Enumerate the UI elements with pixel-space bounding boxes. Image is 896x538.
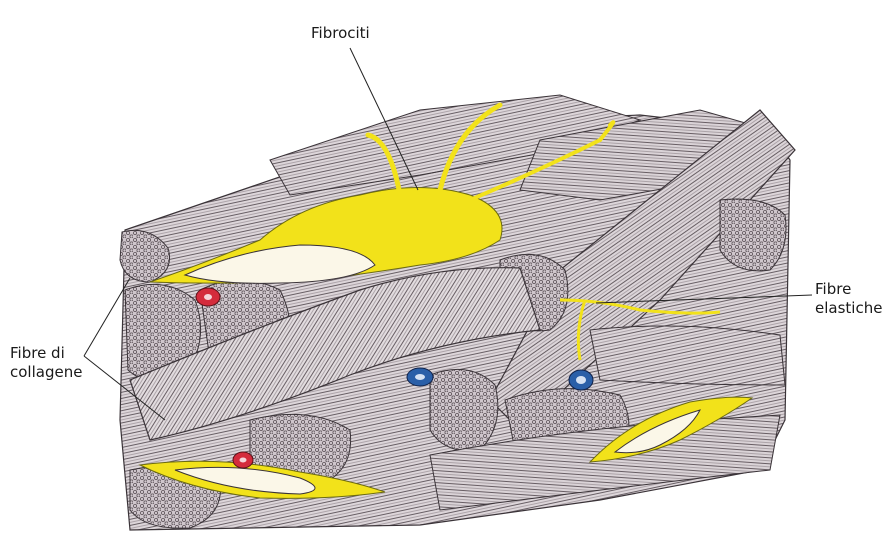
label-fibre-collagene: Fibre di collagene — [10, 344, 82, 382]
collagen-bundle-right-mid — [590, 326, 785, 385]
label-fibre-elastiche-line2: elastiche — [815, 299, 882, 318]
label-fibre-elastiche-line1: Fibre — [815, 280, 882, 299]
label-fibre-collagene-line1: Fibre di — [10, 344, 82, 363]
collagen-bundle-end-5 — [720, 199, 786, 271]
collagen-bundle-end-6 — [430, 369, 498, 450]
label-fibre-collagene-line2: collagene — [10, 363, 82, 382]
label-fibrociti: Fibrociti — [311, 24, 370, 43]
label-fibre-elastiche: Fibre elastiche — [815, 280, 882, 318]
